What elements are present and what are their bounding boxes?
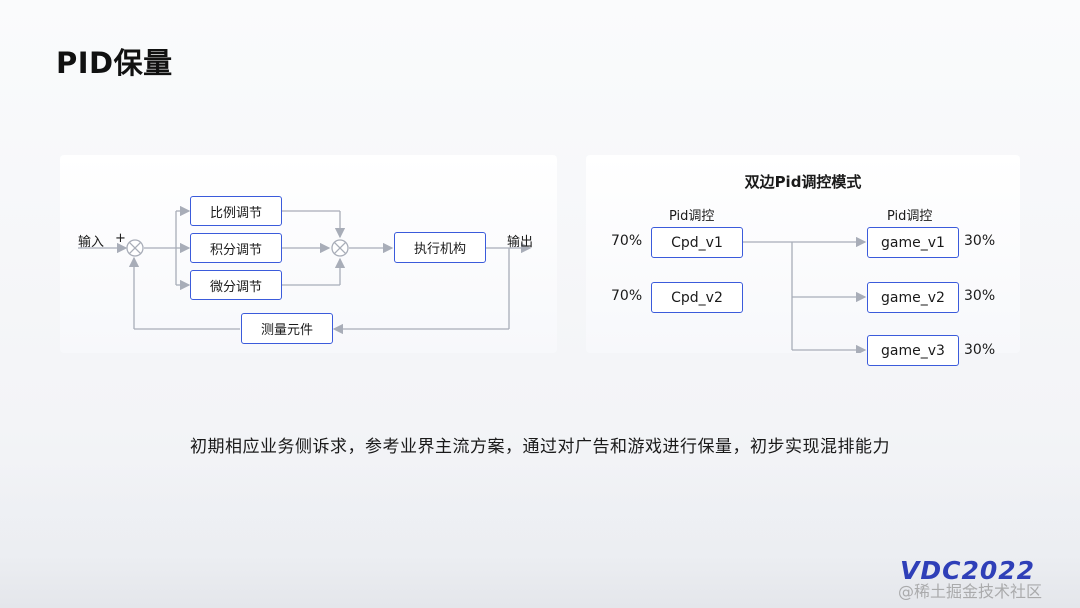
target-pct-1: 30%	[964, 233, 996, 249]
source-pct-1: 70%	[611, 233, 643, 249]
left-header: Pid调控	[669, 209, 715, 224]
block-derivative: 微分调节	[190, 270, 282, 300]
summing-junction-icon	[126, 239, 349, 257]
source-node-cpd-v1: Cpd_v1	[651, 227, 743, 258]
output-label: 输出	[507, 235, 534, 250]
bilateral-pid-panel: 双边Pid调控模式 Pid调控 Pid调控 70% Cpd_v1 70% Cpd…	[586, 155, 1020, 366]
pid-diagram-panel: 输入 + 输出 比例调节 积分调节 微分调节 执行机构 测量元件	[60, 155, 557, 353]
source-pct-2: 70%	[611, 288, 643, 304]
page-title: PID保量	[56, 46, 173, 80]
target-node-game-v3: game_v3	[867, 335, 959, 366]
right-header: Pid调控	[887, 209, 933, 224]
bilateral-connector-lines	[743, 236, 867, 353]
block-integral: 积分调节	[190, 233, 282, 263]
bilateral-title: 双边Pid调控模式	[744, 173, 862, 191]
conference-logo: VDC2022	[900, 556, 1036, 585]
slide-caption: 初期相应业务侧诉求，参考业界主流方案，通过对广告和游戏进行保量，初步实现混排能力	[190, 437, 890, 457]
decorative-band	[0, 470, 1080, 608]
block-proportional: 比例调节	[190, 196, 282, 226]
target-pct-3: 30%	[964, 342, 996, 358]
source-node-cpd-v2: Cpd_v2	[651, 282, 743, 313]
target-node-game-v1: game_v1	[867, 227, 959, 258]
block-sensor: 测量元件	[241, 313, 333, 344]
target-pct-2: 30%	[964, 288, 996, 304]
plus-sign: +	[115, 231, 126, 246]
target-node-game-v2: game_v2	[867, 282, 959, 313]
input-label: 输入	[78, 235, 105, 250]
watermark: @稀土掘金技术社区	[898, 582, 1043, 601]
block-actuator: 执行机构	[394, 232, 486, 263]
pid-connector-lines	[78, 205, 532, 335]
